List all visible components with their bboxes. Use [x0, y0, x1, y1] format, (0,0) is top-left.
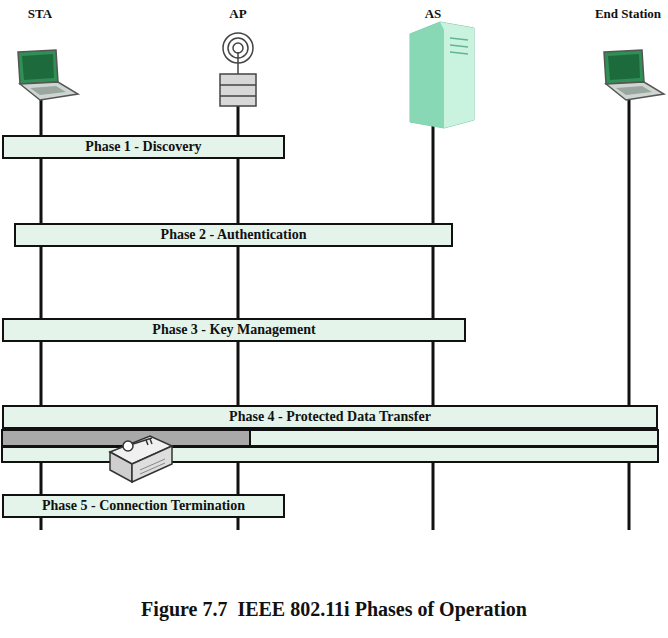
figure-caption: Figure 7.7 IEEE 802.11i Phases of Operat… — [141, 598, 527, 621]
entity-label: End Station — [595, 6, 661, 22]
encryption-device-icon — [110, 436, 172, 482]
phase-label: Phase 4 - Protected Data Transfer — [229, 409, 431, 425]
data-channel-bars — [2, 430, 658, 462]
entity-label: STA — [28, 6, 52, 22]
phase-band: Phase 1 - Discovery — [2, 135, 285, 159]
phase-band: Phase 3 - Key Management — [2, 318, 466, 342]
phase-label: Phase 3 - Key Management — [152, 322, 315, 338]
entity-label: AP — [229, 6, 246, 22]
entity-label: AS — [425, 6, 442, 22]
lifelines — [41, 100, 629, 530]
phase-band: Phase 5 - Connection Termination — [2, 494, 285, 518]
phase-label: Phase 5 - Connection Termination — [42, 498, 245, 514]
laptop-icon — [18, 50, 78, 100]
laptop-icon — [604, 50, 664, 100]
access-point-icon — [220, 33, 256, 106]
phase-band: Phase 4 - Protected Data Transfer — [2, 405, 658, 429]
phase-band: Phase 2 - Authentication — [14, 223, 453, 247]
phase-label: Phase 2 - Authentication — [161, 227, 307, 243]
phase-label: Phase 1 - Discovery — [85, 139, 201, 155]
server-icon — [410, 22, 474, 128]
